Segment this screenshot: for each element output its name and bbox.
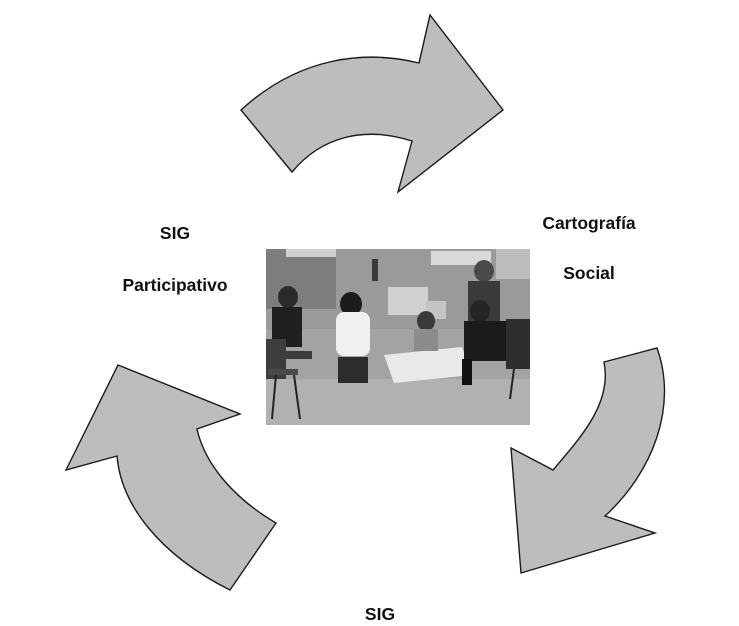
label-sig-bottom: SIG: [364, 604, 396, 624]
label-cartografia: Cartografía: [542, 213, 636, 233]
label-participativo: Participativo: [122, 275, 228, 295]
label-sig-participativo: SIG Participativo: [100, 207, 250, 311]
label-sig-top: SIG: [159, 223, 191, 243]
arrow-right: [510, 347, 666, 574]
arrow-left: [64, 364, 278, 591]
label-cartografia-social: Cartografía Social: [514, 198, 664, 298]
label-social: Social: [563, 263, 615, 283]
classroom-photo: [266, 249, 530, 425]
arrow-top: [240, 13, 504, 194]
